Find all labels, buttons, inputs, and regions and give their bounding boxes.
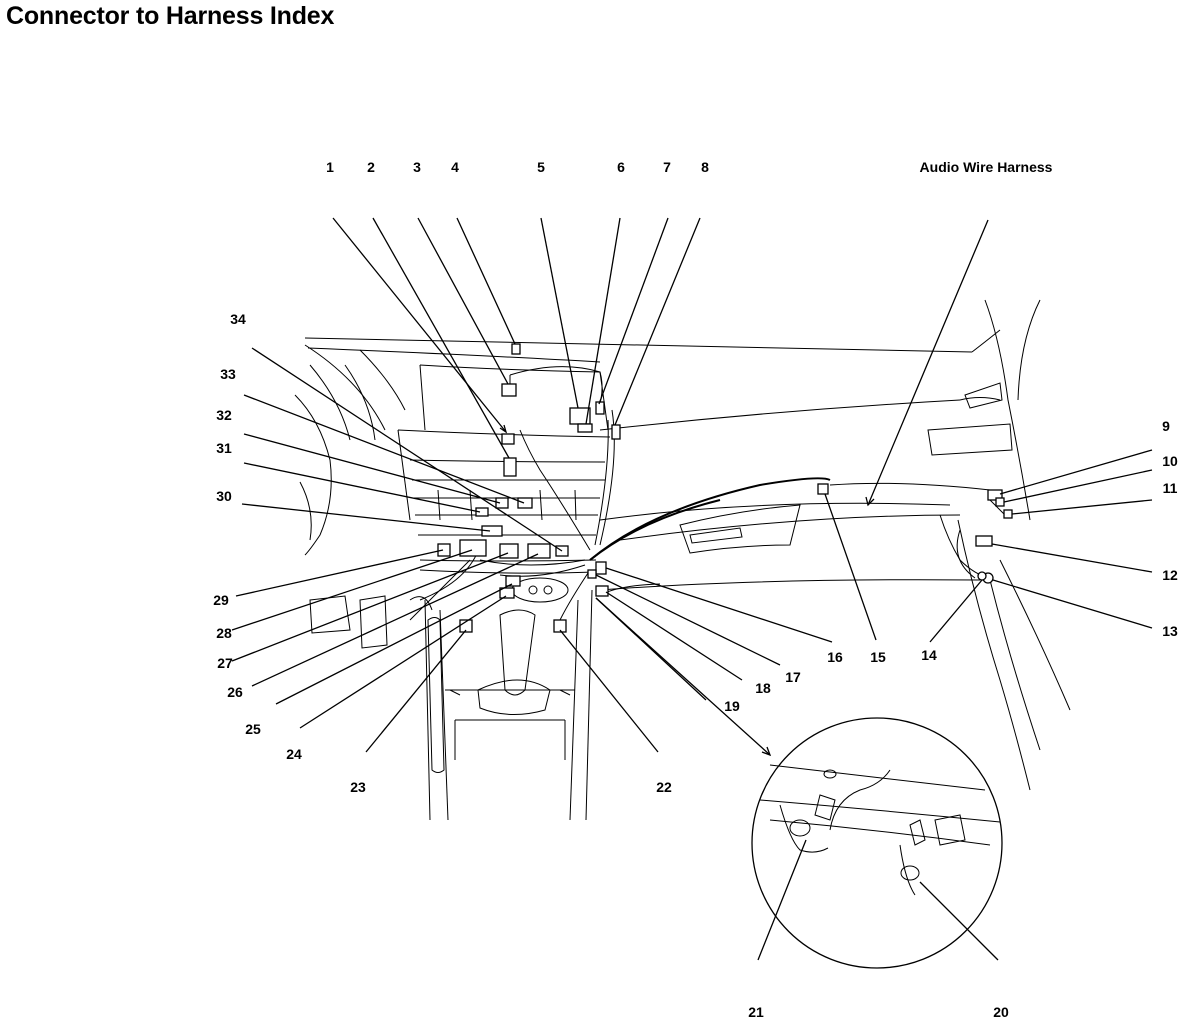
callout-28: 28 — [216, 625, 232, 641]
callout-22: 22 — [656, 779, 672, 795]
callout-14: 14 — [921, 647, 937, 663]
page-title: Connector to Harness Index — [6, 2, 335, 30]
callout-15: 15 — [870, 649, 886, 665]
connector-17 — [587, 569, 597, 579]
callout-11: 11 — [1163, 480, 1178, 496]
connector-18 — [595, 585, 609, 597]
callout-23: 23 — [350, 779, 366, 795]
callout-16: 16 — [827, 649, 843, 665]
connector-4 — [511, 343, 521, 355]
connector-27 — [499, 543, 519, 559]
callout-34: 34 — [230, 311, 246, 327]
connector-26 — [527, 543, 551, 559]
connector-16 — [595, 561, 607, 575]
connector-8 — [611, 424, 621, 440]
callout-6: 6 — [617, 159, 625, 175]
connector-3 — [501, 383, 517, 397]
connector-31 — [475, 507, 489, 517]
callout-8: 8 — [701, 159, 709, 175]
connectors — [437, 343, 1013, 633]
connector-2 — [503, 457, 517, 477]
callout-30: 30 — [216, 488, 232, 504]
connector-24 — [499, 587, 515, 599]
callout-9: 9 — [1162, 418, 1170, 434]
callout-32: 32 — [216, 407, 232, 423]
callout-31: 31 — [216, 440, 232, 456]
connector-25 — [505, 575, 521, 587]
connector-6 — [577, 423, 593, 433]
callout-13: 13 — [1162, 623, 1178, 639]
connector-32 — [495, 497, 509, 509]
callout-19: 19 — [724, 698, 740, 714]
callout-27: 27 — [217, 655, 233, 671]
connector-30 — [481, 525, 503, 537]
connector-14 — [977, 571, 987, 581]
connector-12 — [975, 535, 993, 547]
callout-7: 7 — [663, 159, 671, 175]
connector-22 — [553, 619, 567, 633]
connector-15 — [817, 483, 829, 495]
callout-33: 33 — [220, 366, 236, 382]
connector-7 — [595, 401, 605, 415]
callout-29: 29 — [213, 592, 229, 608]
connector-10 — [995, 497, 1005, 507]
callout-5: 5 — [537, 159, 545, 175]
connector-9 — [987, 489, 1003, 501]
callout-25: 25 — [245, 721, 261, 737]
callout-labels: 1 2 3 4 5 6 7 8 Audio Wire Harness 9 10 … — [213, 159, 1178, 1020]
callout-10: 10 — [1162, 453, 1178, 469]
callout-20: 20 — [993, 1004, 1009, 1020]
connector-29 — [437, 543, 451, 557]
callout-18: 18 — [755, 680, 771, 696]
connector-28 — [459, 539, 487, 557]
callout-3: 3 — [413, 159, 421, 175]
callout-2: 2 — [367, 159, 375, 175]
connector-33 — [517, 497, 533, 509]
leader-lines — [231, 217, 1153, 961]
callout-17: 17 — [785, 669, 801, 685]
callout-26: 26 — [227, 684, 243, 700]
audio-wire-harness-label: Audio Wire Harness — [920, 159, 1053, 175]
callout-21: 21 — [748, 1004, 764, 1020]
callout-12: 12 — [1162, 567, 1178, 583]
callout-1: 1 — [326, 159, 334, 175]
callout-4: 4 — [451, 159, 459, 175]
callout-24: 24 — [286, 746, 302, 762]
connector-1 — [501, 433, 515, 445]
dashboard-drawing — [294, 299, 1071, 821]
detail-inset — [751, 717, 1003, 969]
connector-11 — [1003, 509, 1013, 519]
